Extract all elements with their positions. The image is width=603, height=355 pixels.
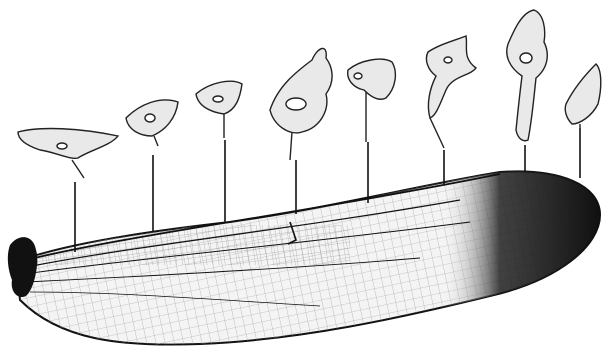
cross-section [426,36,476,148]
cross-section [507,10,548,141]
cross-section [18,129,118,178]
cross-section [348,59,396,142]
cross-section [196,81,242,138]
cross-section [565,64,601,128]
cross-sections [18,10,601,178]
cross-section [126,100,178,146]
cross-section [270,48,332,160]
wing-membrane [0,150,603,355]
